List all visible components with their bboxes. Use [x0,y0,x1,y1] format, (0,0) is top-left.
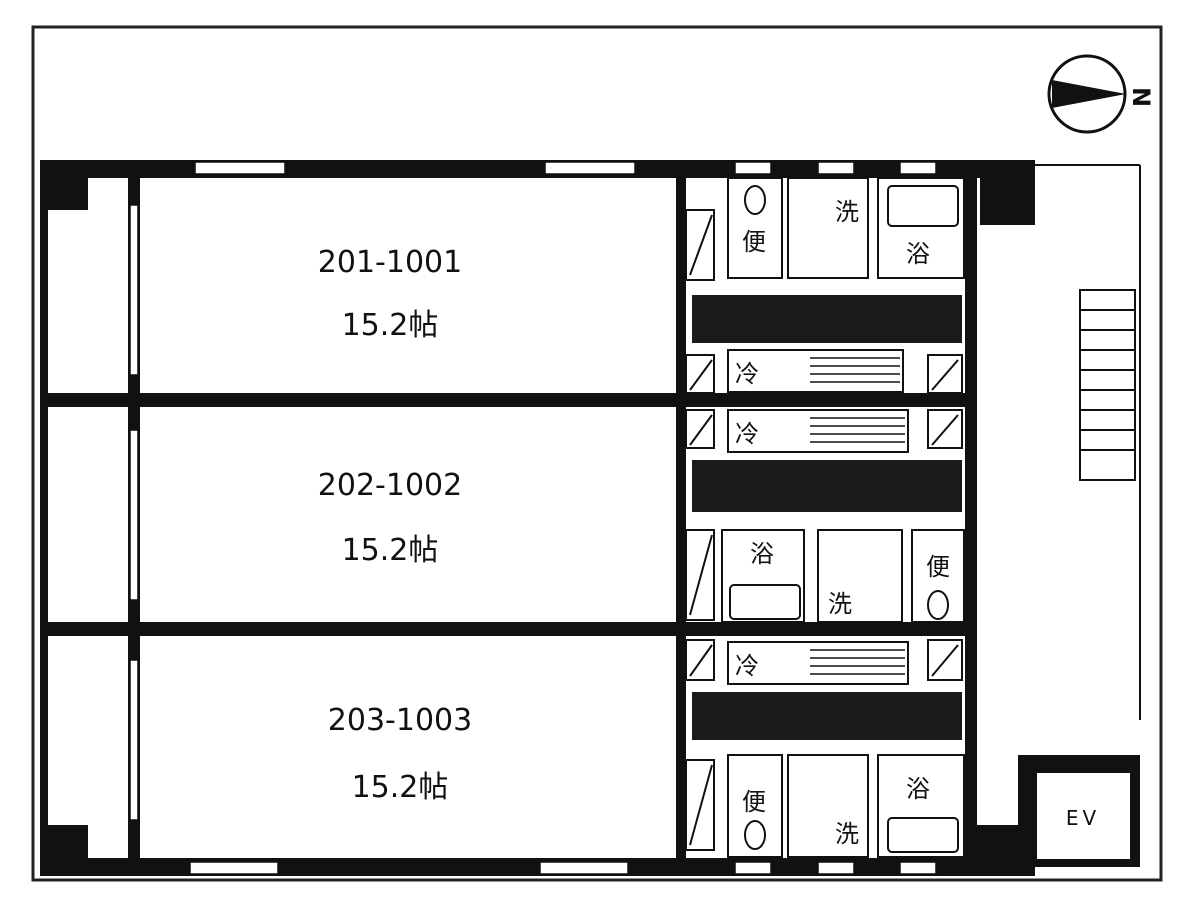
elevator-car [1035,771,1132,861]
closets [685,209,963,851]
elevator: EV [1018,755,1140,867]
room-number: 202-1002 [318,468,462,503]
elevator-label: EV [1066,806,1100,830]
room-202: 202-1002 15.2帖 [318,468,462,568]
corridor-outline [1035,164,1141,720]
toilet-label: 便 [926,553,950,581]
toilet-label: 便 [742,788,766,816]
sink-counters [727,349,909,685]
fridge-label: 冷 [735,420,759,448]
washer-label: 洗 [828,590,852,618]
fridge-label: 冷 [735,652,759,680]
room-size: 15.2帖 [352,770,449,805]
toilet-label: 便 [742,228,766,256]
compass-north-label: N [1127,87,1155,107]
room-203: 203-1003 15.2帖 [328,703,472,805]
toilets [744,185,949,850]
room-size: 15.2帖 [342,533,439,568]
bath-label: 浴 [750,540,774,568]
room-201: 201-1001 15.2帖 [318,245,462,343]
room-size: 15.2帖 [342,308,439,343]
site-boundary [31,25,1163,882]
room-floors [142,178,674,856]
room-number: 203-1003 [328,703,472,738]
bathtubs [729,185,959,853]
stairs [1079,289,1136,481]
bath-label: 浴 [906,240,930,268]
north-arrow-icon [1052,80,1126,108]
balcony-separators [40,395,88,634]
room-number: 201-1001 [318,245,462,280]
sink-lines [810,357,905,675]
wet-areas [721,177,965,858]
bath-label: 浴 [906,775,930,803]
fridge-label: 冷 [735,360,759,388]
washer-label: 洗 [835,820,859,848]
washer-label: 洗 [835,198,859,226]
kitchen-counters [692,295,962,740]
windows [129,161,937,875]
fixture-labels: 便 洗 浴 冷 冷 浴 洗 便 冷 便 洗 浴 [735,198,950,848]
compass: N [1047,54,1155,134]
